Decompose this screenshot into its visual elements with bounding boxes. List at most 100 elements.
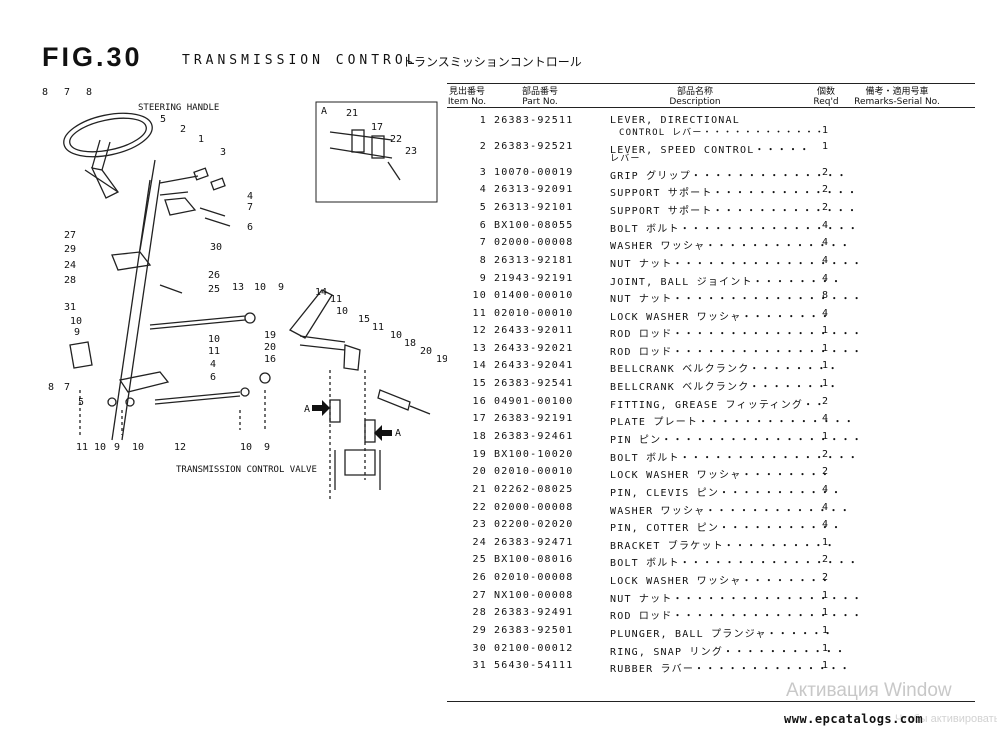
- header-part-en: Part No.: [522, 97, 558, 107]
- header-part: 部品番号 Part No.: [505, 87, 575, 107]
- svg-text:30: 30: [210, 242, 222, 253]
- activation-watermark-sub: Чтобы активировать Window: [895, 713, 997, 725]
- activation-watermark: Активация Window: [786, 680, 952, 701]
- part-description: RUBBER ラバー・・・・・・・・・・・・・・: [610, 664, 851, 675]
- required-qty: 4: [822, 273, 830, 284]
- required-qty: 1: [822, 360, 830, 371]
- item-number: 2: [479, 141, 487, 152]
- svg-text:5: 5: [160, 114, 166, 125]
- svg-text:10: 10: [132, 442, 144, 453]
- header-qty-jp: 個数: [816, 87, 835, 97]
- item-number: 6: [479, 220, 487, 231]
- part-number: 26433-92041: [494, 360, 574, 371]
- item-number: 19: [472, 449, 487, 460]
- svg-text:19: 19: [264, 330, 276, 341]
- part-number: 26383-92191: [494, 413, 574, 424]
- svg-text:10: 10: [70, 316, 82, 327]
- item-number: 11: [472, 308, 487, 319]
- svg-text:31: 31: [64, 302, 76, 313]
- svg-text:12: 12: [174, 442, 186, 453]
- part-description-line2: CONTROL レバー・・・・・・・・・・・・: [619, 128, 825, 138]
- svg-text:18: 18: [404, 338, 416, 349]
- svg-text:11: 11: [76, 442, 88, 453]
- svg-text:11: 11: [208, 346, 220, 357]
- part-number: 26313-92091: [494, 184, 574, 195]
- required-qty: 1: [822, 607, 830, 618]
- part-description: NUT ナット・・・・・・・・・・・・・・・・・: [610, 594, 863, 605]
- item-number: 26: [472, 572, 487, 583]
- part-description: PIN ピン・・・・・・・・・・・・・・・・・・: [610, 435, 863, 446]
- part-number: 26433-92011: [494, 325, 574, 336]
- svg-text:6: 6: [247, 222, 253, 233]
- required-qty: 1: [822, 537, 830, 548]
- part-number: 26313-92181: [494, 255, 574, 266]
- svg-text:7: 7: [64, 382, 70, 393]
- part-number: 02262-08025: [494, 484, 574, 495]
- svg-text:25: 25: [208, 284, 220, 295]
- item-number: 27: [472, 590, 487, 601]
- part-description: WASHER ワッシャ・・・・・・・・・・・・・: [610, 506, 851, 517]
- part-number: 02000-00008: [494, 237, 574, 248]
- part-description: PIN, CLEVIS ピン・・・・・・・・・・・: [610, 488, 843, 499]
- required-qty: 1: [822, 431, 830, 442]
- required-qty: 1: [822, 660, 830, 671]
- item-number: 31: [472, 660, 487, 671]
- header-desc-jp: 部品名称: [676, 87, 713, 97]
- part-number: 26383-92461: [494, 431, 574, 442]
- figure-number: FIG.30: [42, 42, 143, 72]
- item-number: 5: [479, 202, 487, 213]
- required-qty: 4: [822, 220, 830, 231]
- item-number: 18: [472, 431, 487, 442]
- svg-text:9: 9: [264, 442, 270, 453]
- required-qty: 1: [822, 141, 830, 152]
- part-description: ROD ロッド・・・・・・・・・・・・・・・・・: [610, 329, 863, 340]
- header-remarks: 備考・適用号車 Remarks-Serial No.: [852, 87, 942, 107]
- source-url[interactable]: www.epcatalogs.com: [784, 712, 924, 726]
- svg-text:16: 16: [264, 354, 276, 365]
- svg-text:A: A: [304, 404, 310, 415]
- part-description: BOLT ボルト・・・・・・・・・・・・・・・・: [610, 224, 859, 235]
- svg-text:28: 28: [64, 275, 76, 286]
- required-qty: 2: [822, 167, 830, 178]
- part-number: 21943-92191: [494, 273, 574, 284]
- svg-text:27: 27: [64, 230, 76, 241]
- item-number: 16: [472, 396, 487, 407]
- required-qty: 4: [822, 502, 830, 513]
- item-number: 22: [472, 502, 487, 513]
- svg-text:29: 29: [64, 244, 76, 255]
- item-number: 3: [479, 167, 487, 178]
- item-number: 1: [479, 115, 487, 126]
- svg-text:5: 5: [78, 397, 84, 408]
- part-description: PLUNGER, BALL プランジャ・・・・・・: [610, 629, 834, 640]
- svg-text:21: 21: [346, 108, 358, 119]
- item-number: 4: [479, 184, 487, 195]
- required-qty: 2: [822, 572, 830, 583]
- svg-text:22: 22: [390, 134, 402, 145]
- required-qty: 2: [822, 202, 830, 213]
- svg-text:20: 20: [264, 342, 276, 353]
- item-number: 23: [472, 519, 487, 530]
- part-number: 26383-92501: [494, 625, 574, 636]
- header-desc-en: Description: [669, 97, 721, 107]
- item-number: 14: [472, 360, 487, 371]
- item-number: 12: [472, 325, 487, 336]
- item-number: 24: [472, 537, 487, 548]
- part-number: 26383-92471: [494, 537, 574, 548]
- part-description: LOCK WASHER ワッシャ・・・・・・・・: [610, 470, 832, 481]
- part-number: BX100-08016: [494, 554, 574, 565]
- svg-text:3: 3: [220, 147, 226, 158]
- item-number: 25: [472, 554, 487, 565]
- svg-text:10: 10: [94, 442, 106, 453]
- svg-text:20: 20: [420, 346, 432, 357]
- required-qty: 1: [822, 378, 830, 389]
- part-description: LEVER, SPEED CONTROL・・・・・: [610, 145, 811, 156]
- required-qty: 1: [822, 325, 830, 336]
- part-description: BOLT ボルト・・・・・・・・・・・・・・・・: [610, 453, 859, 464]
- svg-text:10: 10: [208, 334, 220, 345]
- svg-text:24: 24: [64, 260, 76, 271]
- item-number: 21: [472, 484, 487, 495]
- part-number: 10070-00019: [494, 167, 574, 178]
- table-top-rule: [447, 83, 975, 84]
- required-qty: 1: [822, 643, 830, 654]
- part-description: ROD ロッド・・・・・・・・・・・・・・・・・: [610, 347, 863, 358]
